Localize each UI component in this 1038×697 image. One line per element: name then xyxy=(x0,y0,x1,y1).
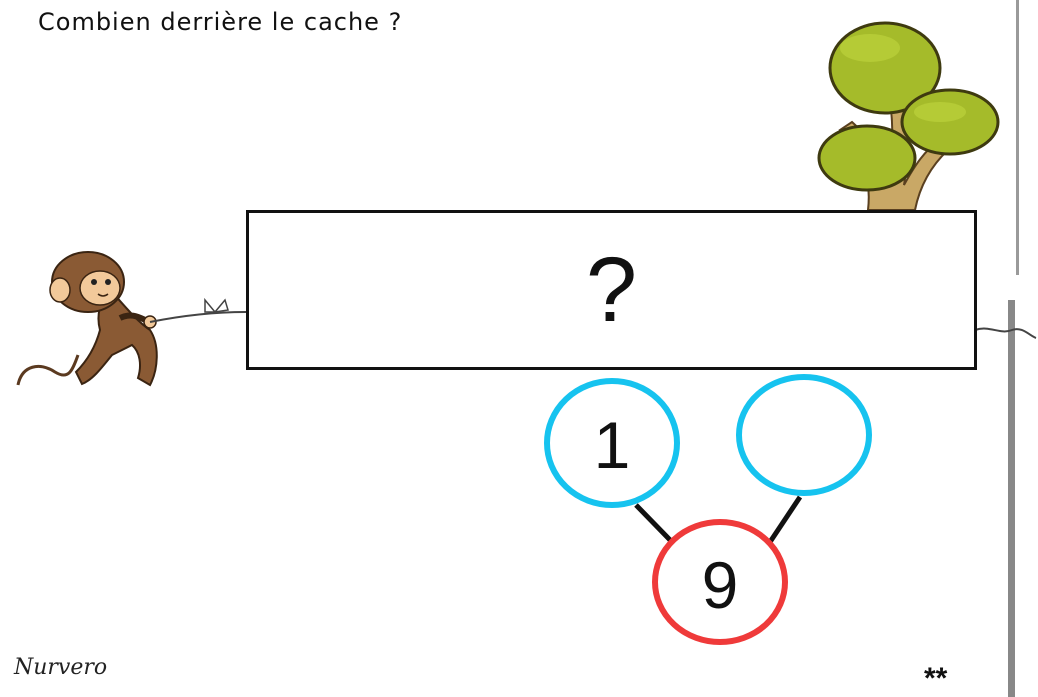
bond-part-circle-right[interactable] xyxy=(736,374,872,496)
bond-connector-left xyxy=(634,503,674,544)
rope-left xyxy=(149,297,247,323)
bond-whole-value: 9 xyxy=(701,548,739,622)
bond-connector-right xyxy=(767,495,803,544)
difficulty-stars: ** xyxy=(924,662,948,695)
rope-right xyxy=(974,327,1037,339)
bond-part-circle-left xyxy=(544,378,680,508)
bond-whole-circle xyxy=(652,519,788,645)
brand-logo: Nurvero xyxy=(14,655,108,680)
page-edge-line-top xyxy=(1016,0,1019,275)
monkey-pulling-rope-icon xyxy=(16,251,158,387)
cache-question-mark: ? xyxy=(585,239,638,341)
page-edge-line-bottom xyxy=(1008,300,1015,697)
bond-part-left-value: 1 xyxy=(593,408,631,482)
exercise-title: Combien derrière le cache ? xyxy=(38,8,403,36)
cache-box: ? xyxy=(246,210,977,370)
tree-icon xyxy=(817,21,1000,211)
